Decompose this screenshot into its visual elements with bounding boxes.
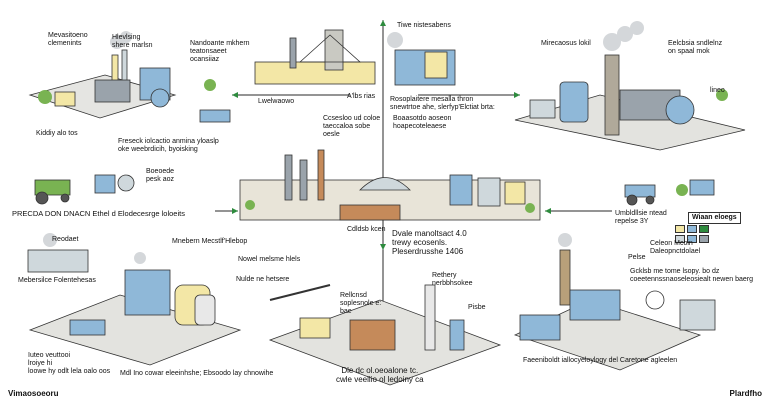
- label-left-mid-a: Boeoede pesk aoz: [146, 168, 175, 183]
- label-top-left-title: Mevasitoeno clemenints: [48, 32, 88, 47]
- label-center-g: Dvale manoltsact 4.0 trewy ecosenls.: [392, 229, 467, 247]
- label-bottom-center-d: Pisbe: [468, 304, 486, 311]
- label-bottom-center-a: Nulde ne hetsere: [236, 276, 290, 283]
- label-right-bottom-a: Pelse: [628, 254, 646, 261]
- label-bottom-left-mid-b: Nowel melsme hlels: [238, 256, 301, 263]
- label-right-bottom-b: Gcklsb me tome lsopy. bo dz coeetennssna…: [630, 268, 753, 283]
- label-left-small-a: Kiddiy alo tos: [36, 130, 78, 137]
- label-bottom-right-a: Faeeniboldt iallocyeloylogy del Caretone…: [523, 357, 678, 364]
- legend-box: [673, 223, 733, 257]
- label-right-bottom-legend: Celeon Mcoin Daleopnctdolael: [650, 240, 701, 255]
- label-bottom-left-b: Mebersilce Folentehesas: [18, 277, 96, 284]
- label-top-right-right: Eelcbsia sndlelnz on spaal mok: [668, 40, 723, 55]
- legend-swatch-steel: [699, 235, 709, 243]
- label-left-small-b: Freseck iolcactio anmina yloaslp oke wee…: [118, 138, 219, 153]
- legend-swatch-blue: [687, 225, 697, 233]
- label-right-mid-box: Wiaan eloegs: [688, 212, 741, 224]
- label-bottom-center-c: Rethery nerbbhsokee: [432, 272, 473, 287]
- label-center-c: Ccsesloo ud coloe taeccaloa sobe oesle: [323, 115, 381, 138]
- label-center-h: Pleserdrusshe 1406: [392, 247, 464, 256]
- label-center-b: Rosoplaitere mesalla thron snewtrtoe ahe…: [390, 96, 495, 111]
- footer-right-label: Plardfho: [729, 389, 762, 398]
- legend-swatch-yellow: [675, 225, 685, 233]
- legend-swatch-grey: [675, 235, 685, 243]
- legend-swatch-blue-2: [687, 235, 697, 243]
- label-left-mid-row: PRECDA DON DNACN Ethel d Elodecesrge lol…: [12, 209, 185, 218]
- label-right-small-a: lineo: [710, 87, 725, 94]
- label-center-e: A'lbs rias: [347, 93, 376, 100]
- label-top-right-left: Mirecaosus lokil: [541, 40, 591, 47]
- label-bottom-center-e: Mdl Ino cowar eleeinhshe; Ebsoodo lay ch…: [120, 370, 274, 377]
- label-bottom-left-c: Iuteo veuttooi lroiye hi loowe hy odlt l…: [28, 352, 111, 375]
- label-bottom-left-mid: Mnebern Mecstlf'Hlebop: [172, 238, 248, 245]
- label-center-f: Cdldsb kcen: [347, 226, 386, 233]
- label-bottom-left-a: Reodaet: [52, 236, 79, 243]
- label-bottom-center-f: Dle dc ol.oeoalone tc. cwle veellio ol l…: [336, 366, 424, 384]
- footer-left-label: Vimaosoeoru: [8, 389, 59, 398]
- legend-swatch-green: [699, 225, 709, 233]
- label-right-mid-a: Umbldllsie ntead repelse 3Y: [615, 210, 667, 225]
- label-top-left-mid: Hlevlsing shere marlsn: [112, 34, 153, 49]
- label-center-d: Boaasotdo aoseon hoapecoteleaese: [393, 115, 452, 130]
- label-center-a: Lwelwaowo: [258, 98, 295, 105]
- label-bottom-center-b: Rellcnsd soplesnole e: bae: [340, 292, 382, 315]
- label-top-center-title: Tiwe nistesabens: [397, 22, 451, 29]
- label-top-center-left: Nandoante mkhern teatonsaeet ocansiiaz: [190, 40, 250, 63]
